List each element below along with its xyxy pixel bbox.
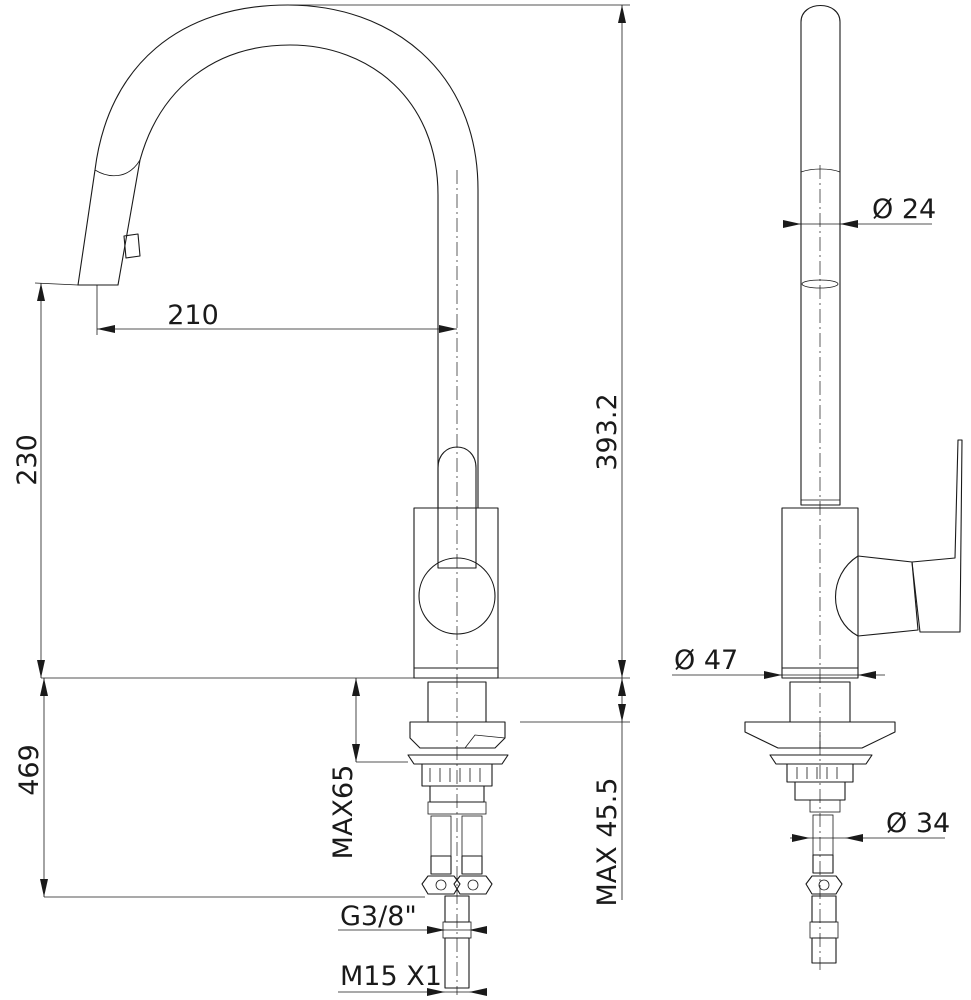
mixer-body-base bbox=[413, 667, 499, 679]
side-thread-band bbox=[809, 799, 841, 813]
spray-head-button bbox=[123, 233, 141, 259]
label-max-clamp: MAX 45.5 bbox=[592, 778, 623, 907]
side-inlet-end bbox=[811, 937, 837, 964]
dim-469-arrow-top bbox=[40, 678, 48, 696]
spout-inner-contour bbox=[117, 44, 439, 509]
dim-d34-arrow-left bbox=[792, 834, 810, 842]
dim-max45-arrow-top bbox=[618, 678, 626, 696]
front-mount-wedge bbox=[464, 734, 506, 749]
dim-469-arrow-bottom bbox=[40, 879, 48, 897]
dim-d24-arrow-right bbox=[840, 220, 858, 228]
dim-230-arrow-bottom bbox=[37, 660, 45, 678]
front-mount-plate bbox=[409, 721, 506, 749]
side-spray-head-joint bbox=[800, 168, 841, 173]
side-inlet-thread bbox=[809, 921, 839, 939]
side-washer bbox=[769, 754, 873, 765]
dim-210-arrow-left bbox=[97, 325, 115, 333]
side-lever-joint bbox=[835, 555, 919, 637]
mixer-body bbox=[413, 507, 499, 669]
dim-g38-arrow-right bbox=[469, 926, 487, 934]
front-hose-nut-right-center bbox=[467, 879, 479, 891]
dim-393-arrow-bottom bbox=[618, 660, 626, 678]
front-hose-left-collar bbox=[430, 855, 452, 875]
side-inlet-pipe bbox=[811, 895, 837, 923]
label-hose-thread: G3/8" bbox=[340, 901, 417, 932]
side-hose bbox=[812, 814, 834, 856]
spray-head-joint bbox=[94, 159, 141, 177]
spout-tip-lead bbox=[34, 282, 79, 286]
dim-max45-arrow-bottom bbox=[618, 704, 626, 722]
label-max-deck: MAX65 bbox=[328, 765, 359, 860]
dim-m15-arrow bbox=[427, 988, 445, 996]
label-inlet-thread: M15 X1 bbox=[340, 961, 442, 992]
side-nut-threads bbox=[796, 767, 838, 779]
dim-g38-arrow bbox=[427, 926, 445, 934]
front-view bbox=[34, 4, 509, 995]
dim-d34-arrow-right bbox=[845, 834, 863, 842]
front-nut-threads bbox=[429, 768, 481, 782]
side-hose-nut-center bbox=[818, 879, 830, 891]
spout-outer-contour bbox=[77, 4, 479, 509]
lever-handle bbox=[437, 446, 477, 569]
dim-393-arrow-top bbox=[618, 5, 626, 23]
side-hose-collar bbox=[812, 854, 834, 874]
dim-d47-arrow-right bbox=[858, 671, 876, 679]
label-shank-diameter: Ø 34 bbox=[886, 808, 950, 839]
label-total-height: 393.2 bbox=[592, 393, 623, 470]
dim-m15-arrow-right bbox=[469, 988, 487, 996]
dimension-labels: 210 230 393.2 469 MAX65 MAX 45.5 G3/8" M… bbox=[12, 194, 950, 992]
dim-d24-arrow-left bbox=[783, 220, 801, 228]
front-hose-nut-right bbox=[453, 875, 493, 895]
label-spout-reach: 210 bbox=[167, 300, 219, 331]
label-spout-diameter: Ø 24 bbox=[872, 194, 936, 225]
side-view bbox=[744, 4, 963, 970]
dimension-lines bbox=[37, 4, 945, 996]
front-hose-nut-left bbox=[421, 875, 461, 895]
front-hose-right bbox=[461, 815, 483, 857]
label-spout-height: 230 bbox=[12, 434, 43, 486]
label-below-deck: 469 bbox=[14, 744, 45, 796]
side-spout-top bbox=[800, 4, 841, 506]
front-hose-right-collar bbox=[461, 855, 483, 875]
label-body-diameter: Ø 47 bbox=[674, 645, 738, 676]
side-mount-plate bbox=[744, 721, 896, 749]
dim-d47-arrow-left bbox=[764, 671, 782, 679]
dim-210-arrow-right bbox=[439, 325, 457, 333]
front-washer bbox=[407, 754, 509, 765]
dim-230-arrow-top bbox=[37, 283, 45, 301]
side-lever-handle bbox=[911, 439, 963, 633]
dim-max65-arrow-bottom bbox=[352, 744, 360, 762]
dim-max65-arrow-top bbox=[352, 678, 360, 696]
front-hose-nut-left-center bbox=[435, 879, 447, 891]
front-hose-left bbox=[430, 815, 452, 857]
side-hose-nut bbox=[805, 875, 843, 895]
